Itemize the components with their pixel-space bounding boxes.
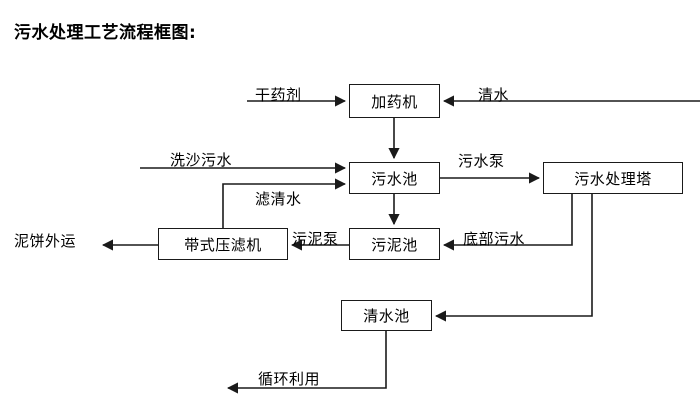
node-wastewater-pool-label: 污水池	[371, 169, 418, 188]
edge-tower-bottom-sewage-to-sludge-pool	[442, 194, 573, 251]
edge-label-dry-chemical: 干药剂	[255, 86, 302, 104]
node-clean-water-pool-label: 清水池	[363, 307, 410, 325]
node-sludge-pool[interactable]: 污泥池	[349, 228, 440, 260]
node-wastewater-pool[interactable]: 污水池	[349, 162, 440, 194]
edge-label-sludge-pump: 污泥泵	[292, 230, 339, 248]
node-belt-filter-press-label: 带式压滤机	[184, 235, 262, 254]
node-belt-filter-press[interactable]: 带式压滤机	[158, 228, 288, 260]
edge-label-clean-water-in: 清水	[478, 86, 510, 104]
node-treatment-tower-label: 污水处理塔	[574, 169, 652, 188]
terminal-label-mud-cake-out: 泥饼外运	[14, 232, 77, 250]
edge-label-filtered-water: 滤清水	[255, 190, 302, 208]
node-dosing-machine[interactable]: 加药机	[349, 84, 440, 118]
node-clean-water-pool[interactable]: 清水池	[341, 300, 432, 331]
node-treatment-tower[interactable]: 污水处理塔	[543, 162, 683, 194]
edge-label-sand-wash-sewage: 洗沙污水	[170, 151, 233, 169]
edge-clean-water-pool-to-recycle	[226, 331, 387, 394]
node-dosing-machine-label: 加药机	[371, 92, 418, 111]
edge-label-sewage-pump: 污水泵	[458, 152, 505, 170]
edge-tower-to-clean-water-pool	[434, 194, 593, 322]
page-title: 污水处理工艺流程框图:	[14, 23, 197, 43]
edge-label-bottom-sewage: 底部污水	[463, 230, 526, 248]
edge-filtered-water-to-wastewater-pool	[222, 178, 347, 228]
node-sludge-pool-label: 污泥池	[371, 235, 418, 254]
edge-label-recycle-reuse: 循环利用	[258, 370, 321, 388]
